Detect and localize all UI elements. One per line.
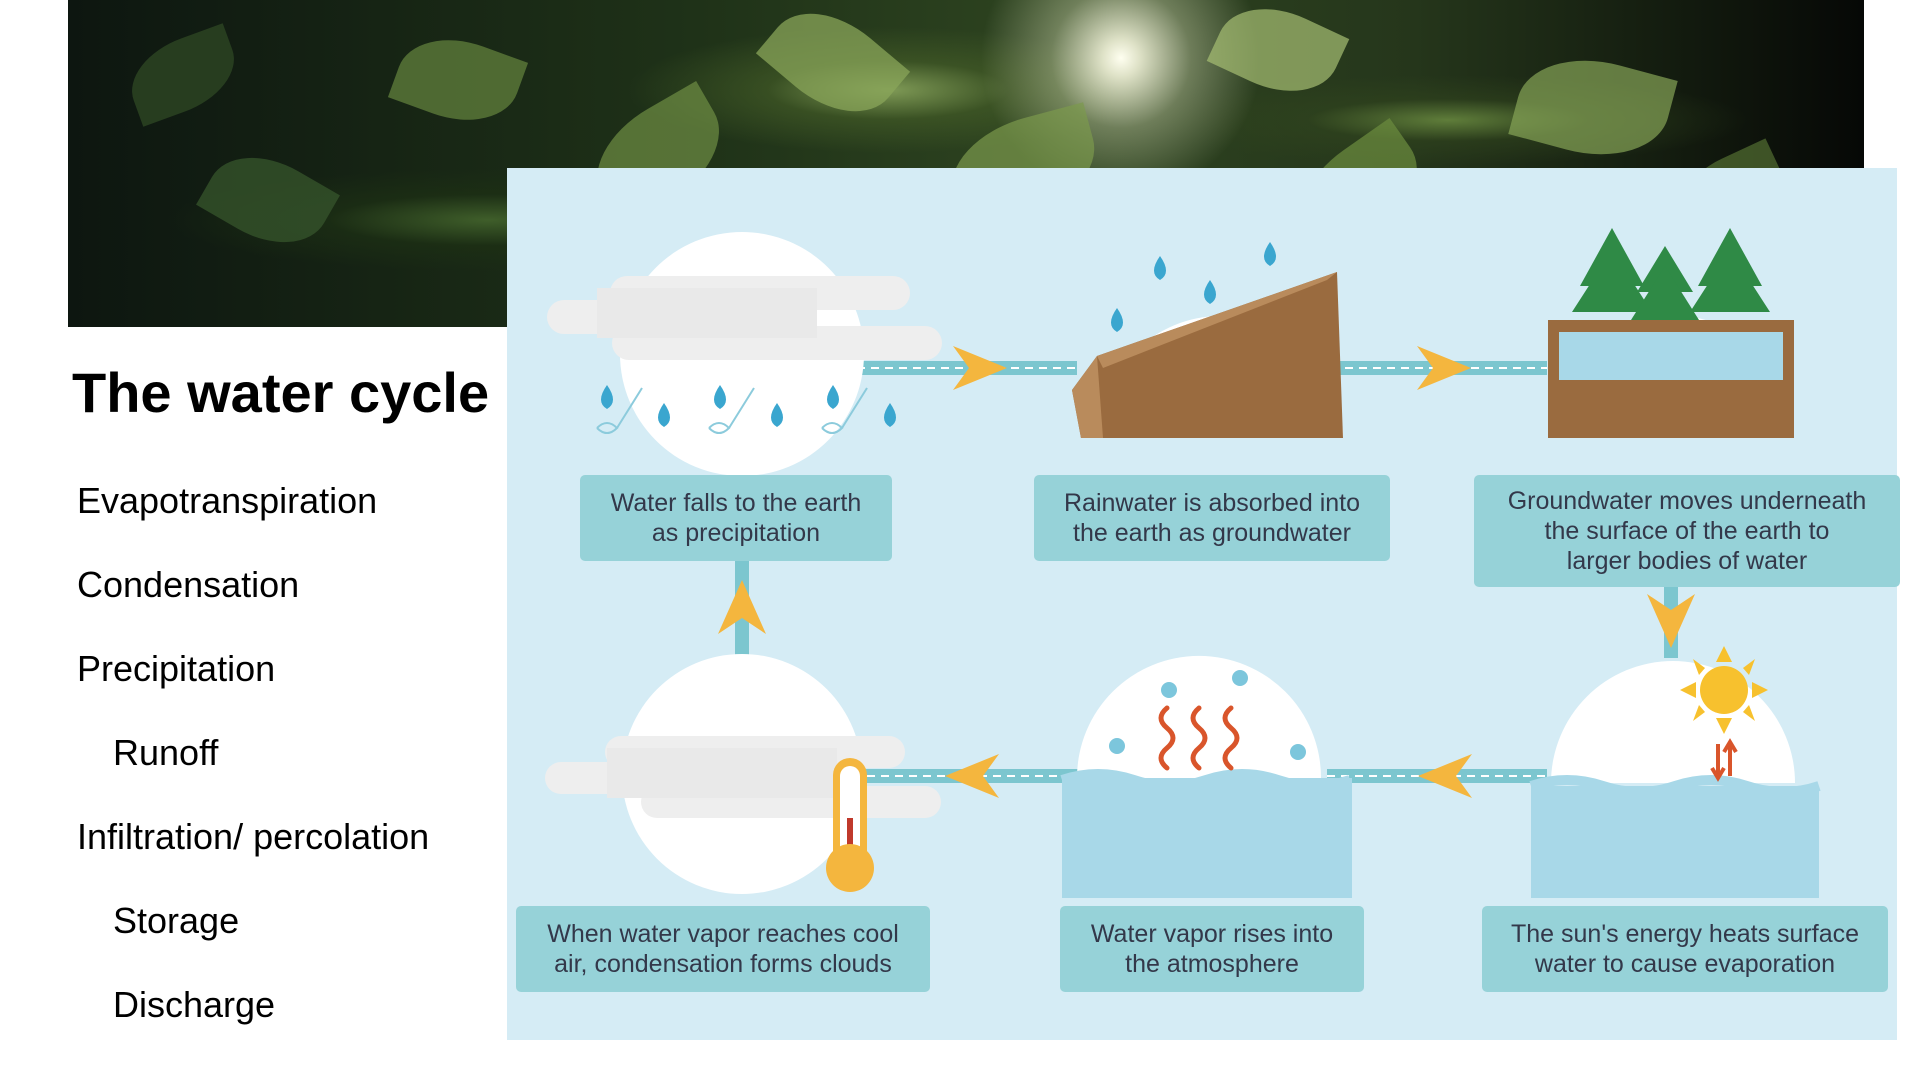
term-condensation: Condensation bbox=[77, 564, 300, 605]
term-precipitation: Precipitation bbox=[77, 648, 276, 689]
caption-evaporation: The sun's energy heats surface water to … bbox=[1482, 906, 1888, 992]
arrow-right-2 bbox=[1417, 346, 1471, 390]
precipitation-illustration bbox=[547, 232, 942, 476]
caption-vapor: Water vapor rises into the atmosphere bbox=[1060, 906, 1364, 992]
term-runoff: Runoff bbox=[113, 732, 219, 773]
slide-title: The water cycle bbox=[72, 361, 490, 424]
term-storage: Storage bbox=[113, 900, 240, 941]
arrow-left-1 bbox=[1418, 754, 1472, 798]
caption-groundwater: Rainwater is absorbed into the earth as … bbox=[1034, 475, 1390, 561]
groundwater-flow-illustration bbox=[1548, 228, 1794, 438]
condensation-illustration bbox=[545, 654, 941, 894]
water-cycle-diagram bbox=[545, 228, 1821, 898]
term-infiltration: Infiltration/ percolation bbox=[77, 816, 430, 857]
arrow-up-1 bbox=[718, 580, 766, 634]
caption-precipitation: Water falls to the earth as precipitatio… bbox=[580, 475, 892, 561]
term-discharge: Discharge bbox=[113, 984, 276, 1025]
groundwater-illustration bbox=[1072, 242, 1343, 438]
term-evapotranspiration: Evapotranspiration bbox=[77, 480, 378, 521]
arrow-left-2 bbox=[945, 754, 999, 798]
caption-condensation: When water vapor reaches cool air, conde… bbox=[516, 906, 930, 992]
arrow-down-1 bbox=[1647, 594, 1695, 648]
evaporation-illustration bbox=[1529, 646, 1821, 898]
water-cycle-infographic: Water falls to the earth as precipitatio… bbox=[507, 168, 1900, 1040]
vapor-illustration bbox=[1060, 655, 1352, 898]
caption-groundwater-flow: Groundwater moves underneath the surface… bbox=[1474, 475, 1900, 587]
arrow-right-1 bbox=[953, 346, 1007, 390]
